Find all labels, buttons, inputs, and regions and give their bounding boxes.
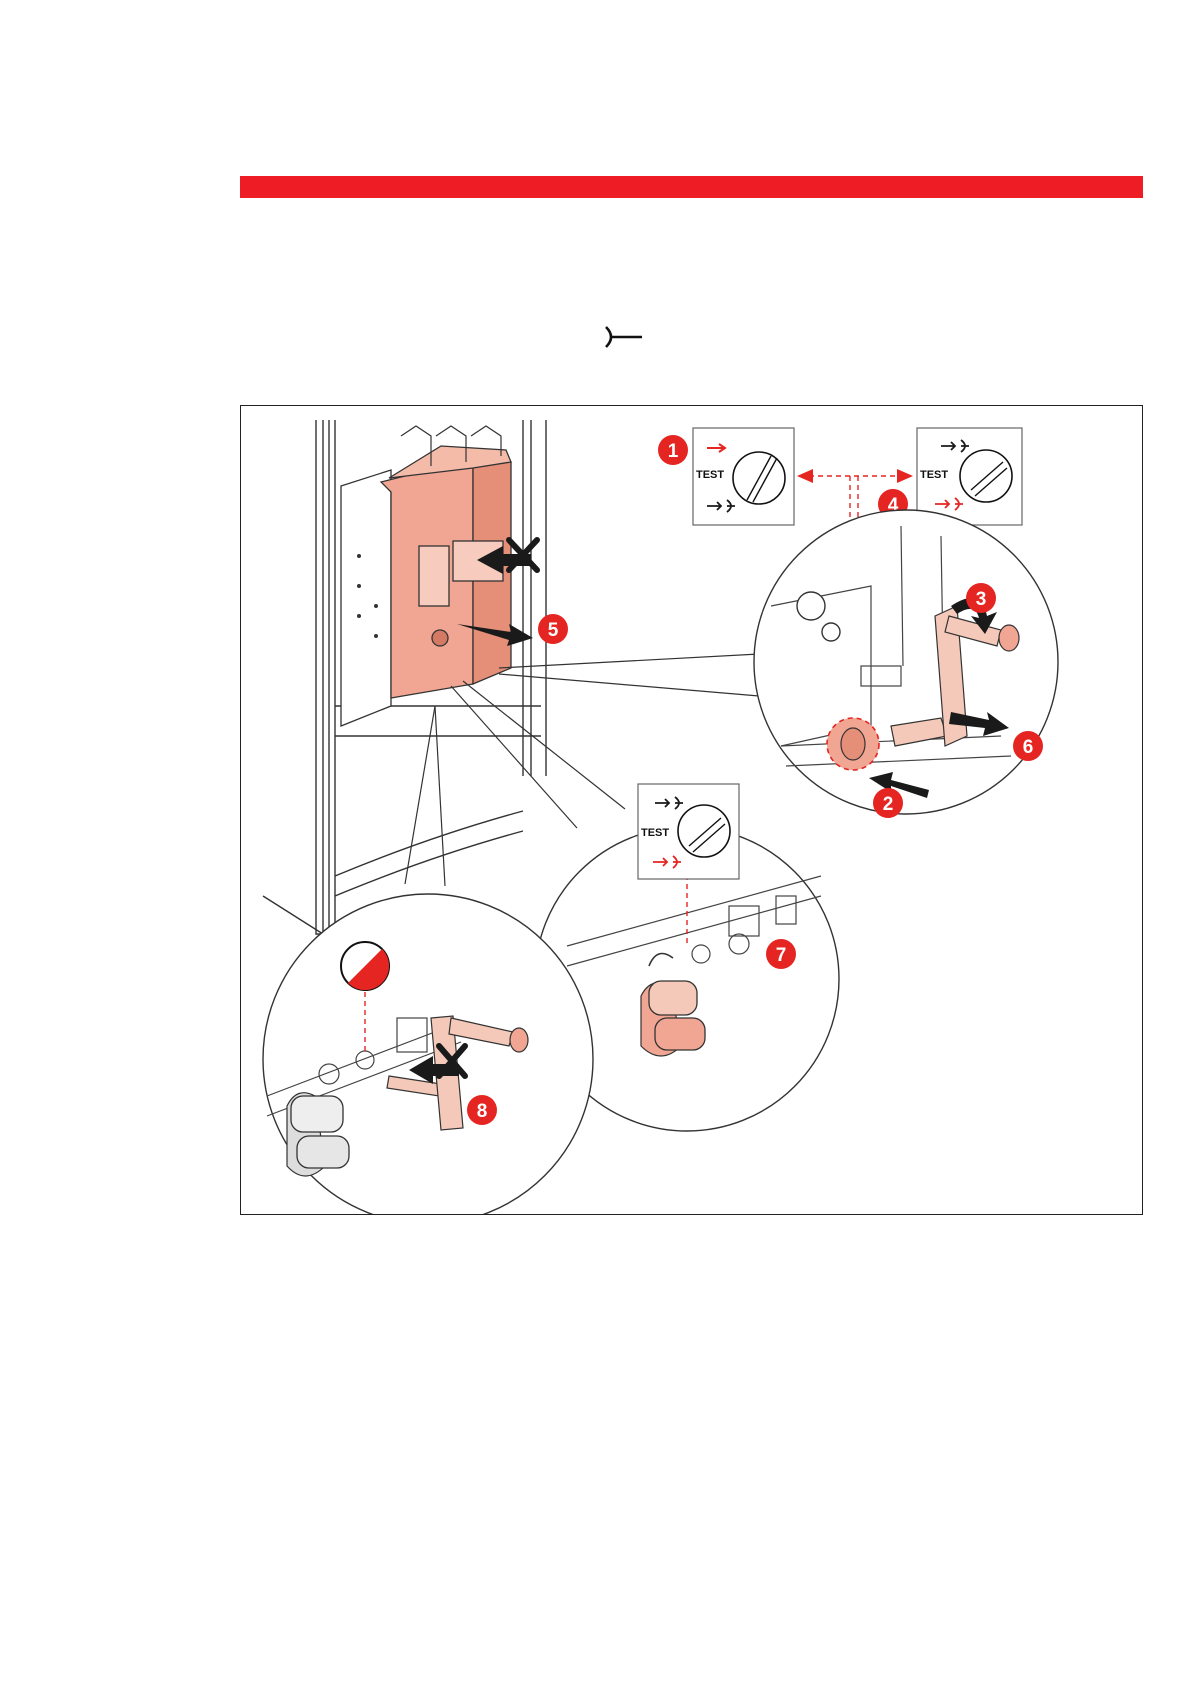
dial-connected-panel: TEST	[693, 428, 794, 525]
step-number-2: 2	[883, 794, 894, 815]
circuit-breaker	[381, 446, 511, 698]
step-number-8: 8	[477, 1101, 488, 1122]
detail-crank-circle	[754, 510, 1058, 814]
side-plate	[341, 470, 391, 726]
dial-test-label-7: TEST	[641, 827, 669, 839]
step-number-1: 1	[668, 441, 679, 462]
dial-padlock-panel: TEST	[638, 784, 739, 879]
step-number-5: 5	[548, 620, 559, 641]
withdrawn-position-icon	[600, 324, 644, 355]
header-red-bar	[240, 176, 1143, 198]
figure-panel: 5 TEST 1 TEST 4	[240, 405, 1143, 1215]
step-number-6: 6	[1023, 737, 1034, 758]
dial-withdrawn-panel: TEST	[917, 428, 1022, 525]
detail-locked-circle	[263, 894, 593, 1215]
dial-test-label-1: TEST	[696, 469, 724, 481]
dial-test-label-4: TEST	[920, 469, 948, 481]
step-number-7: 7	[776, 945, 787, 966]
step-number-3: 3	[976, 589, 987, 610]
